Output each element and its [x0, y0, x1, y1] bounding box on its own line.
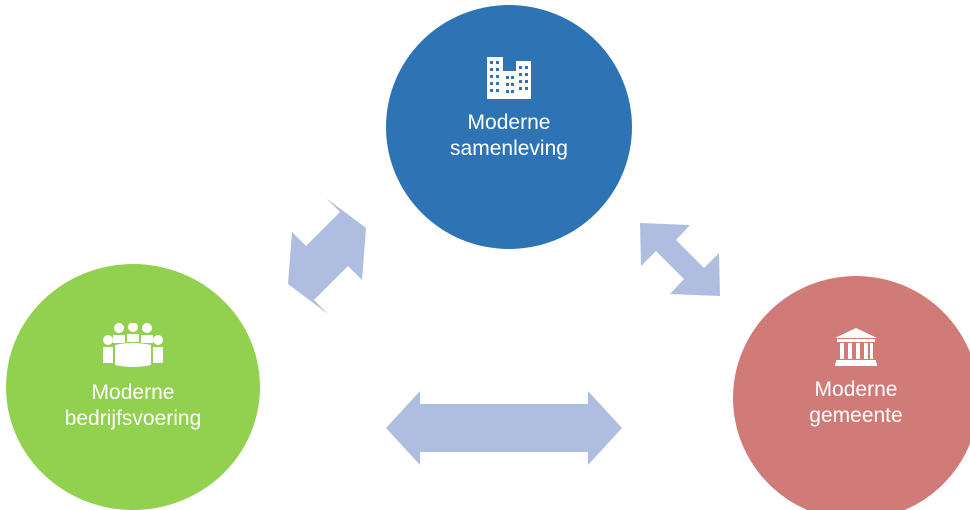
node-label-line1: Moderne: [467, 110, 551, 134]
node-label-line2: gemeente: [809, 403, 903, 427]
double-arrow-top-right: [640, 223, 720, 296]
city-buildings-icon: [487, 56, 531, 104]
node-moderne-samenleving: Moderne samenleving: [386, 5, 632, 249]
node-label-line1: Moderne: [91, 380, 175, 404]
double-arrow-bottom: [386, 391, 622, 465]
node-label-line2: bedrijfsvoering: [64, 406, 202, 430]
double-arrow-top-left: [288, 198, 366, 314]
government-building-icon: [835, 327, 877, 371]
meeting-table-icon: [103, 321, 163, 374]
node-label-line2: samenleving: [450, 136, 568, 160]
node-label-line1: Moderne: [814, 377, 898, 401]
node-moderne-bedrijfsvoering: Moderne bedrijfsvoering: [6, 264, 260, 510]
node-moderne-gemeente: Moderne gemeente: [733, 276, 970, 510]
